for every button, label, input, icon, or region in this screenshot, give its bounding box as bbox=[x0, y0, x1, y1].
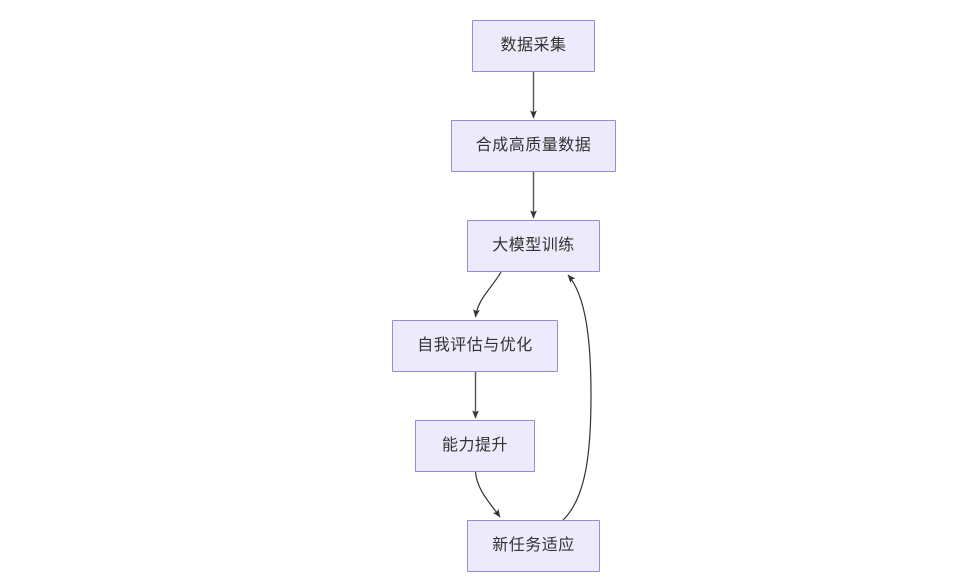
node-self-evaluation-and-optimization[interactable]: 自我评估与优化 bbox=[392, 320, 558, 372]
node-synthesize-high-quality-data[interactable]: 合成高质量数据 bbox=[451, 120, 616, 172]
node-large-model-training[interactable]: 大模型训练 bbox=[467, 220, 600, 272]
node-label: 大模型训练 bbox=[492, 237, 575, 254]
edge-n6-n3-feedback bbox=[562, 274, 592, 521]
node-data-collection[interactable]: 数据采集 bbox=[472, 20, 595, 72]
node-label: 能力提升 bbox=[441, 437, 508, 454]
node-label: 数据采集 bbox=[500, 37, 567, 54]
node-label: 自我评估与优化 bbox=[417, 337, 533, 354]
node-capability-improvement[interactable]: 能力提升 bbox=[415, 420, 535, 472]
node-new-task-adaptation[interactable]: 新任务适应 bbox=[467, 520, 600, 572]
node-label: 合成高质量数据 bbox=[475, 137, 592, 154]
edge-n3-n4 bbox=[473, 271, 502, 318]
edge-n5-n6 bbox=[474, 471, 501, 518]
node-label: 新任务适应 bbox=[492, 537, 575, 554]
